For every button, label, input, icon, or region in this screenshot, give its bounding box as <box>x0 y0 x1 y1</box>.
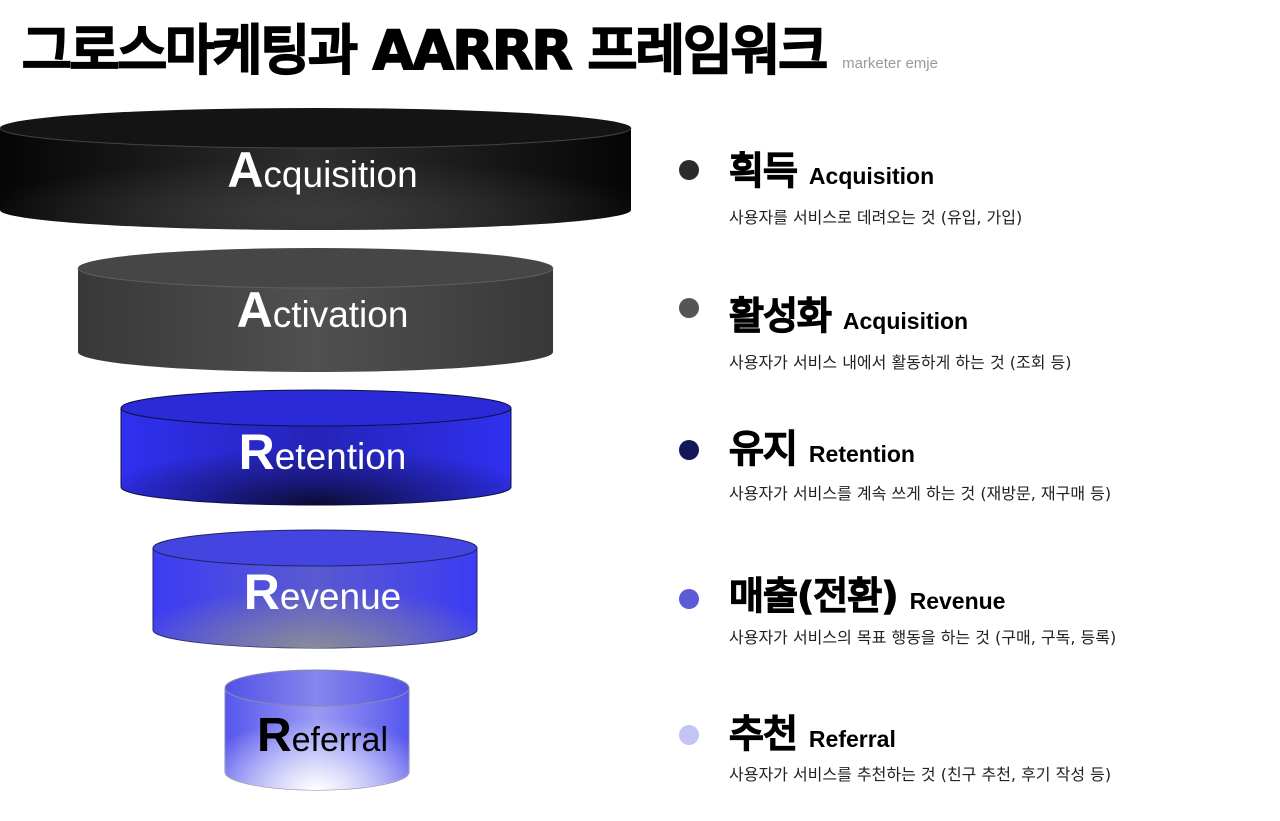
legend-title-en: Acquisition <box>808 163 935 189</box>
author-credit: marketer emje <box>842 55 938 72</box>
bullet-icon <box>679 160 699 180</box>
stage-label-acquisition: Acquisition <box>227 142 418 198</box>
cylinder-retention <box>120 389 512 506</box>
legend-title-ko: 활성화 <box>729 294 833 339</box>
funnel-graphic <box>0 108 632 791</box>
legend-title-ko: 추천 <box>729 712 799 757</box>
legend-title-en: Referral <box>808 726 896 752</box>
legend-description: 사용자가 서비스의 목표 행동을 하는 것 (구매, 구독, 등록) <box>729 628 1117 647</box>
bullet-icon <box>679 440 699 460</box>
stage-label-retention: Retention <box>238 424 407 480</box>
cylinder-acquisition <box>0 108 632 230</box>
aarrr-funnel: Acquisition Activation Retention Revenue… <box>0 108 632 791</box>
stage-label-activation: Activation <box>236 282 409 338</box>
cylinder-referral <box>224 669 410 791</box>
legend-description: 사용자가 서비스를 계속 쓰게 하는 것 (재방문, 재구매 등) <box>729 484 1112 503</box>
legend-description: 사용자를 서비스로 데려오는 것 (유입, 가입) <box>729 208 1023 227</box>
legend-title-en: Retention <box>808 441 915 467</box>
cylinder-activation <box>77 248 554 372</box>
legend-description: 사용자가 서비스를 추천하는 것 (친구 추천, 후기 작성 등) <box>729 765 1112 784</box>
header: 그로스마케팅과 AARRR 프레임워크 marketer emje <box>21 8 938 82</box>
legend-description: 사용자가 서비스 내에서 활동하게 하는 것 (조회 등) <box>729 353 1072 372</box>
stage-label-referral: Referral <box>256 709 389 762</box>
bullet-icon <box>679 725 699 745</box>
bullet-icon <box>679 298 699 318</box>
page-title: 그로스마케팅과 AARRR 프레임워크 <box>21 19 829 82</box>
bullet-icon <box>679 589 699 609</box>
legend-title-en: Acquisition <box>842 308 969 334</box>
legend-title-en: Revenue <box>909 588 1006 614</box>
legend-title-ko: 유지 <box>729 427 799 472</box>
legend-title-ko: 매출(전환) <box>729 574 900 619</box>
cylinder-revenue <box>152 529 478 649</box>
legend-title-ko: 획득 <box>729 149 799 194</box>
stage-label-revenue: Revenue <box>243 564 402 620</box>
